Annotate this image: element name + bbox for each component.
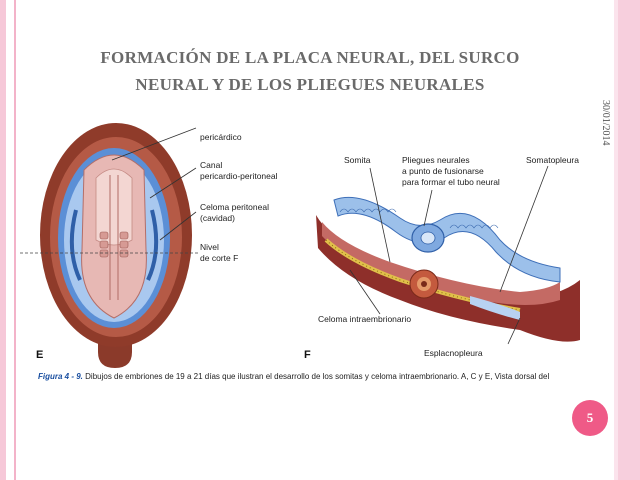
label-celoma-peritoneal-line2: (cavidad): [200, 213, 235, 223]
embryo-dorsal-view: [20, 123, 198, 368]
left-decor-line: [14, 0, 16, 480]
label-somita: Somita: [344, 155, 371, 165]
label-canal-line2: pericardio-peritoneal: [200, 171, 278, 181]
right-decor-band-inner: [614, 0, 618, 480]
label-canal-line1: Canal: [200, 160, 222, 170]
label-pericardico: pericárdico: [200, 132, 242, 142]
label-pliegues-line1: Pliegues neurales: [402, 155, 470, 165]
figure-caption-text: Dibujos de embriones de 19 a 21 días que…: [85, 372, 550, 381]
label-pliegues-line2: a punto de fusionarse: [402, 166, 484, 176]
label-esplacnopleura: Esplacnopleura: [424, 348, 483, 358]
label-pliegues-line3: para formar el tubo neural: [402, 177, 500, 187]
label-celoma-intraembrionario: Celoma intraembrionario: [318, 314, 411, 324]
label-nivel-line1: Nivel: [200, 242, 219, 252]
page-number-badge: 5: [572, 400, 608, 436]
slide-title-line-1: FORMACIÓN DE LA PLACA NEURAL, DEL SURCO: [100, 48, 520, 67]
label-somatopleura: Somatopleura: [526, 155, 579, 165]
figure-caption-label: Figura 4 - 9.: [38, 372, 83, 381]
left-decor-stripe: [0, 0, 6, 480]
slide-title: FORMACIÓN DE LA PLACA NEURAL, DEL SURCO …: [40, 44, 580, 98]
label-nivel-line2: de corte F: [200, 253, 238, 263]
label-celoma-peritoneal-line1: Celoma peritoneal: [200, 202, 269, 212]
figure-caption: Figura 4 - 9. Dibujos de embriones de 19…: [38, 372, 598, 381]
slide-title-line-2: NEURAL Y DE LOS PLIEGUES NEURALES: [135, 75, 485, 94]
embryo-cross-section: [316, 165, 580, 345]
panel-letter-f: F: [304, 349, 311, 361]
right-decor-band: [618, 0, 640, 480]
slide-date: 30/01/2014: [600, 100, 611, 146]
panel-letter-e: E: [36, 349, 43, 361]
